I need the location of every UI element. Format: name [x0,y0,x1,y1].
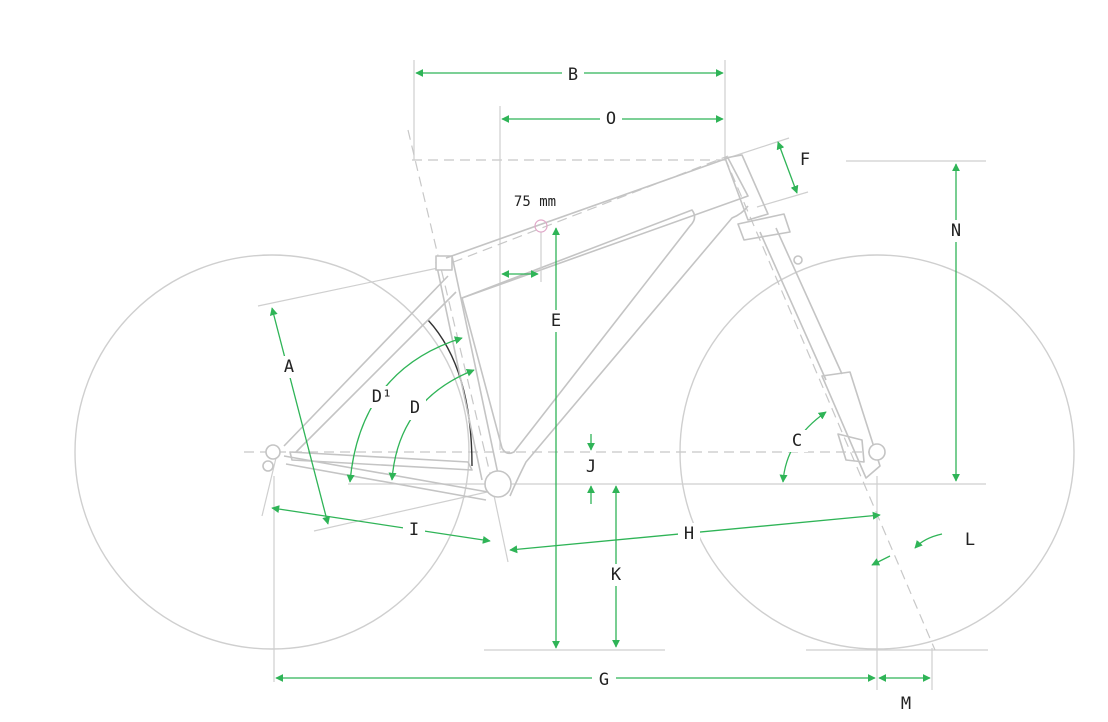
label-l: L [965,530,975,550]
suspension-fork [737,213,886,479]
label-f: F [800,150,810,170]
seat-stay [283,275,457,453]
dim-l-arrow [914,533,943,549]
label-d: D [410,398,420,418]
label-h: H [684,524,694,544]
seat-tube-ground-extension [491,485,509,563]
bottom-bracket [484,470,512,498]
main-triangle-inner [461,209,696,455]
dim-f-line [776,141,799,194]
head-tube [724,154,769,221]
wheels [74,254,1075,650]
saddle-reference-point [534,219,548,233]
annotation-75mm: 75 mm [514,194,556,210]
label-c: C [792,431,802,451]
label-i: I [409,520,419,540]
fork-stanchion [759,227,843,381]
dim-l-lower-arrow [871,555,891,566]
dimension-label-group: B O F N 75 mm E A D¹ D C J I H L K G M [278,64,975,714]
derailleur-hanger [262,460,274,472]
seat-tube [435,255,499,481]
steering-axis [724,157,936,651]
rear-dropout [265,444,281,460]
label-d1: D¹ [372,387,392,407]
top-tube [445,157,749,299]
fork-lower [821,371,881,479]
fork-crown [737,213,791,241]
label-n: N [951,221,961,241]
label-b: B [568,65,578,85]
dim-a-line [269,307,331,525]
chain-stay [283,455,489,501]
label-m: M [901,694,911,714]
label-k: K [611,565,622,585]
dimension-lines [269,69,960,682]
label-o: O [606,109,616,129]
label-e: E [551,311,561,331]
brake-caliper [837,433,865,463]
label-g: G [599,670,609,690]
seat-clamp [435,255,453,271]
front-hub [868,443,886,461]
chain-guard [289,451,473,471]
seat-tube-axis [407,129,493,483]
head-tube-lower-reference [756,191,809,208]
dim-i-line [271,505,491,544]
label-a: A [284,357,294,377]
label-j: J [586,457,596,477]
a-upper-reference [257,267,439,307]
fork-knob [793,255,803,265]
